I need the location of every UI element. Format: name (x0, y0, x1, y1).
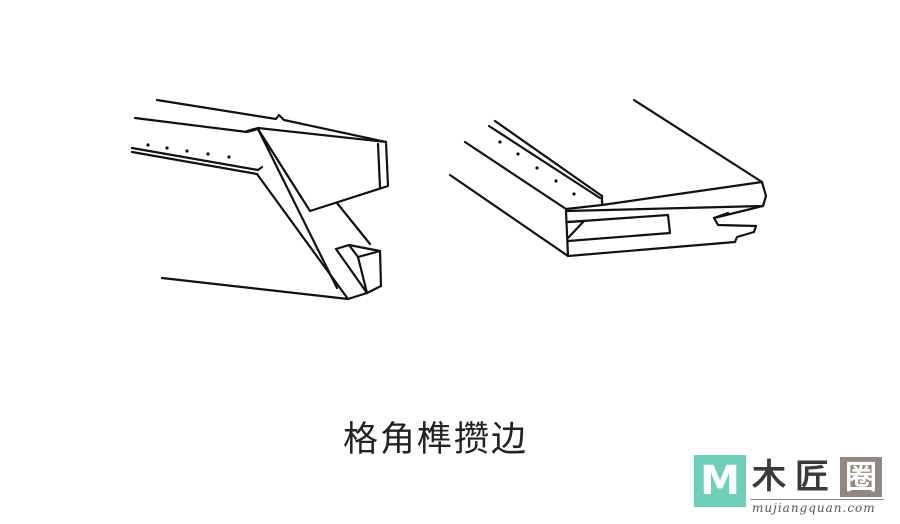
logo-m-block: M (694, 455, 746, 507)
logo-char-2: 匠 (795, 457, 829, 497)
left-joint-drawing (130, 98, 390, 301)
logo-char-1: 木 (752, 457, 786, 497)
right-joint-drawing (448, 98, 768, 258)
figure-caption: 格角榫攒边 (343, 420, 529, 460)
logo-domain: mujiangquan.com (752, 501, 876, 515)
logo-divider (750, 499, 884, 500)
logo-char-3: 圈 (840, 457, 882, 497)
watermark-logo: M 木 匠 圈 mujiangquan.com (694, 455, 894, 517)
